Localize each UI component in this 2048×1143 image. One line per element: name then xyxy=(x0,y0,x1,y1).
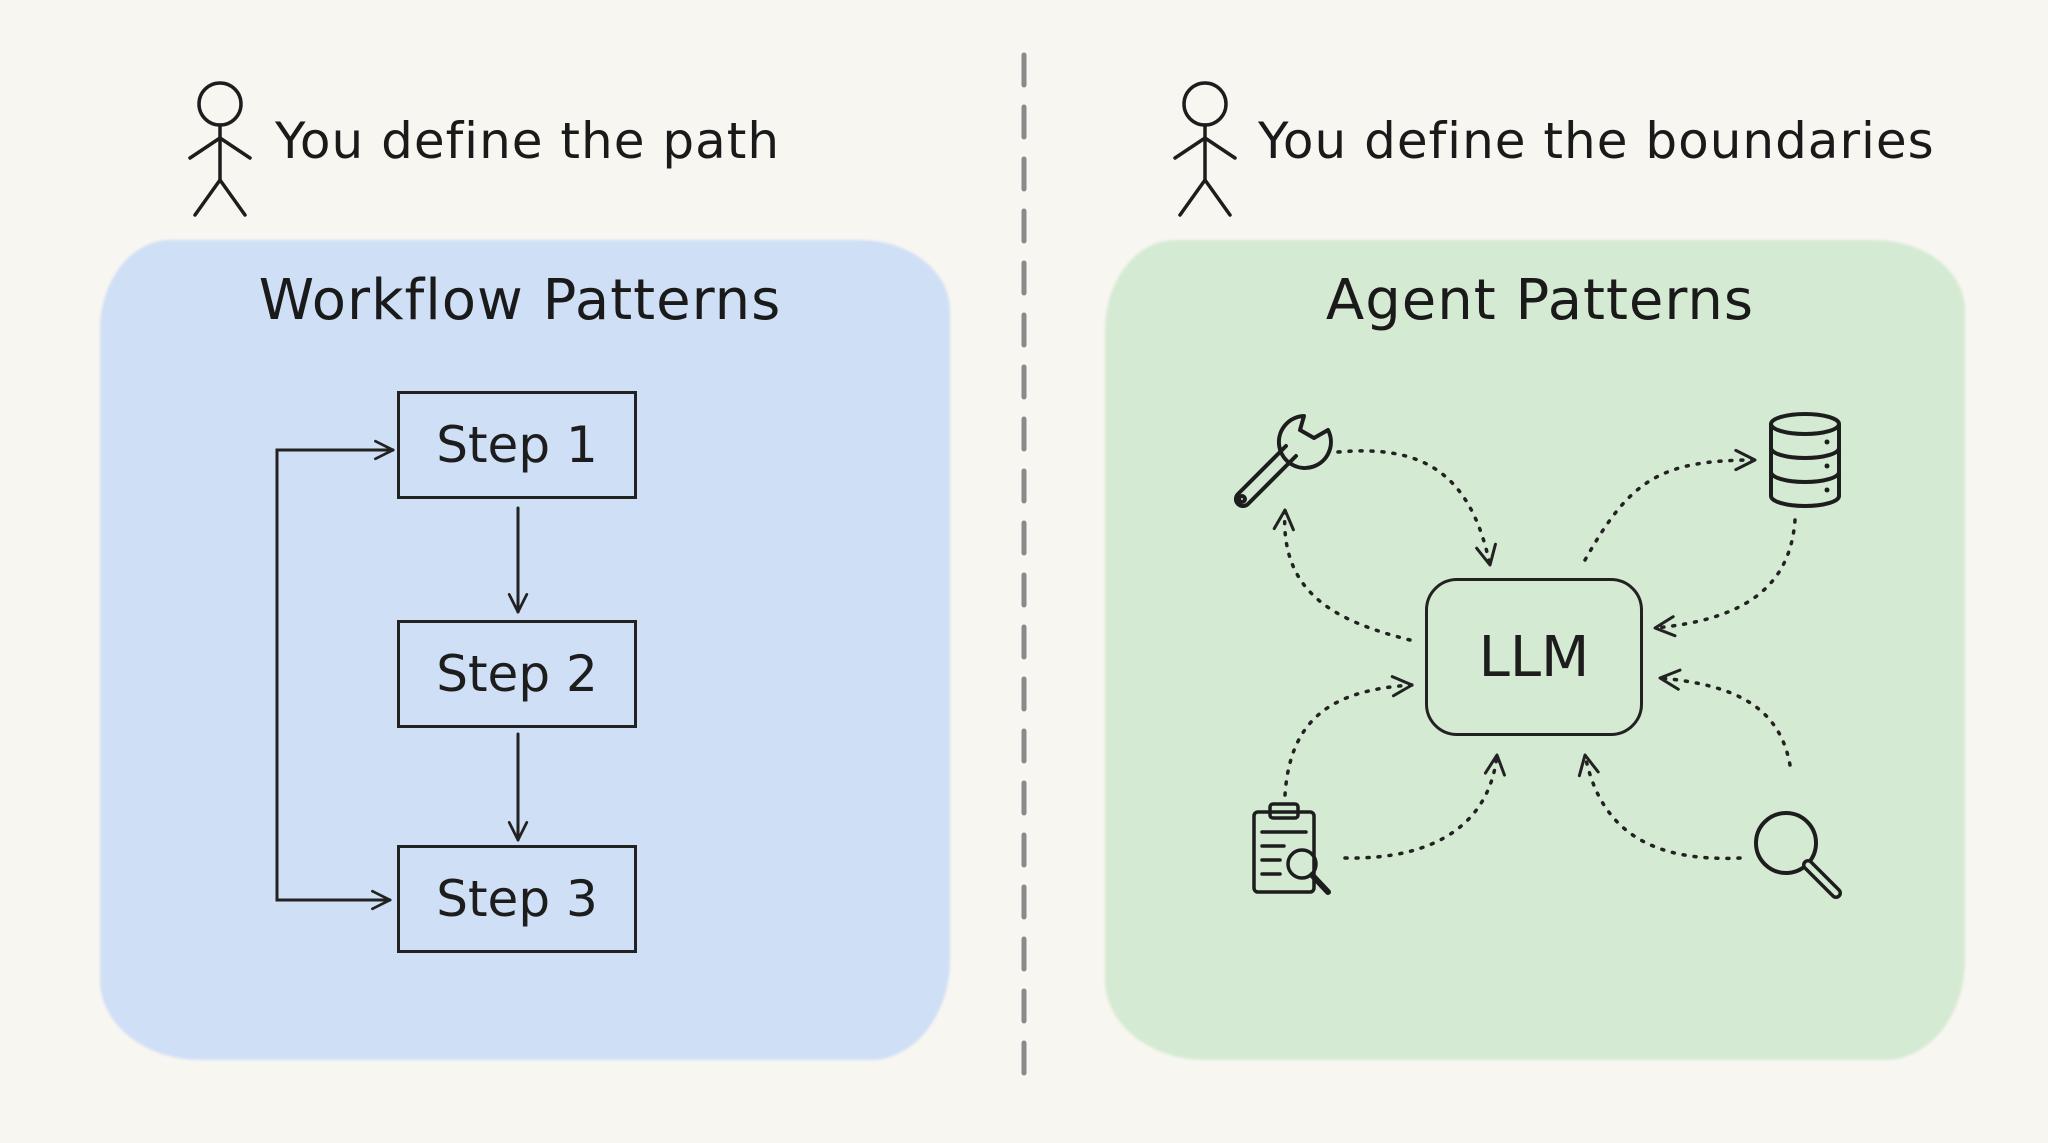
workflow-panel xyxy=(100,240,950,1060)
database-icon xyxy=(1769,412,1841,508)
agent-panel xyxy=(1105,240,1965,1060)
step-1-box: Step 1 xyxy=(397,391,637,499)
agent-caption: You define the boundaries xyxy=(1258,112,1935,170)
magnifier-icon xyxy=(1754,811,1842,899)
step-3-box: Step 3 xyxy=(397,845,637,953)
agent-title: Agent Patterns xyxy=(1325,268,1755,333)
llm-box: LLM xyxy=(1425,578,1643,736)
step-2-box: Step 2 xyxy=(397,620,637,728)
stick-figure-icon xyxy=(1173,81,1237,217)
stick-figure-icon xyxy=(188,81,252,217)
clipboard-search-icon xyxy=(1252,802,1331,895)
workflow-caption: You define the path xyxy=(275,112,781,170)
workflow-title: Workflow Patterns xyxy=(258,268,782,333)
wrench-icon xyxy=(1233,414,1333,508)
